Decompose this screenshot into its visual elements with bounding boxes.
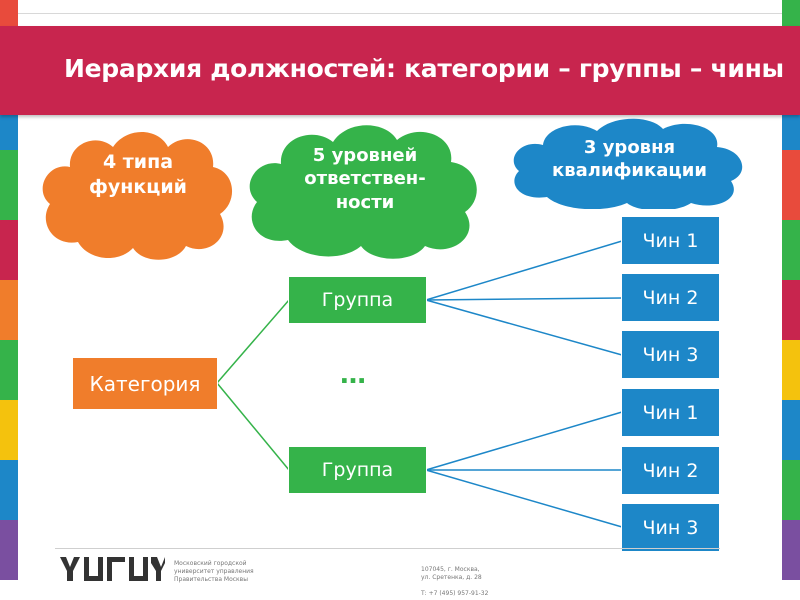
right-color-strip (782, 0, 800, 600)
rank-node-5: Чин 2 (621, 446, 720, 495)
rank-node-3: Чин 3 (621, 330, 720, 379)
connector-group2-rank1 (425, 411, 623, 471)
title-band: Иерархия должностей: категории – группы … (0, 26, 800, 115)
left-color-strip (0, 0, 18, 600)
ellipsis-marker: … (340, 360, 368, 390)
phone: Т: +7 (495) 957-91-32 (421, 590, 489, 597)
group-node-2: Группа (288, 446, 427, 494)
group-node-1: Группа (288, 276, 427, 324)
responsibility-cloud-line2: ответствен- (304, 168, 426, 190)
rank-node-6: Чин 3 (621, 503, 720, 552)
rank-node-1: Чин 1 (621, 216, 720, 265)
university-logo (60, 557, 165, 581)
connector-category-group1 (216, 299, 290, 384)
functions-cloud (42, 132, 233, 260)
top-rule (18, 13, 782, 14)
page-title: Иерархия должностей: категории – группы … (64, 54, 784, 83)
qualification-cloud (513, 118, 743, 209)
functions-cloud-line1: 4 типа (102, 151, 174, 173)
connector-category-group2 (216, 382, 290, 471)
connector-group1-rank1 (425, 240, 623, 301)
address: 107045, г. Москва, ул. Сретенка, д. 28 (421, 566, 482, 581)
connector-group1-rank2 (425, 297, 623, 301)
functions-cloud-line2: функций (89, 175, 187, 198)
qualification-cloud-line2: квалификации (552, 160, 707, 182)
responsibility-cloud-line3: ности (335, 191, 395, 213)
org-name: Московский городской университет управле… (174, 560, 254, 583)
footer-rule (55, 548, 720, 549)
responsibility-cloud-line1: 5 уровней (312, 145, 418, 166)
rank-node-4: Чин 1 (621, 388, 720, 437)
connector-group1-rank3 (425, 299, 623, 356)
connector-group2-rank3 (425, 469, 623, 528)
qualification-cloud-line1: 3 уровня (583, 137, 676, 158)
responsibility-cloud (249, 125, 477, 259)
rank-node-2: Чин 2 (621, 273, 720, 322)
category-node: Категория (72, 357, 218, 410)
